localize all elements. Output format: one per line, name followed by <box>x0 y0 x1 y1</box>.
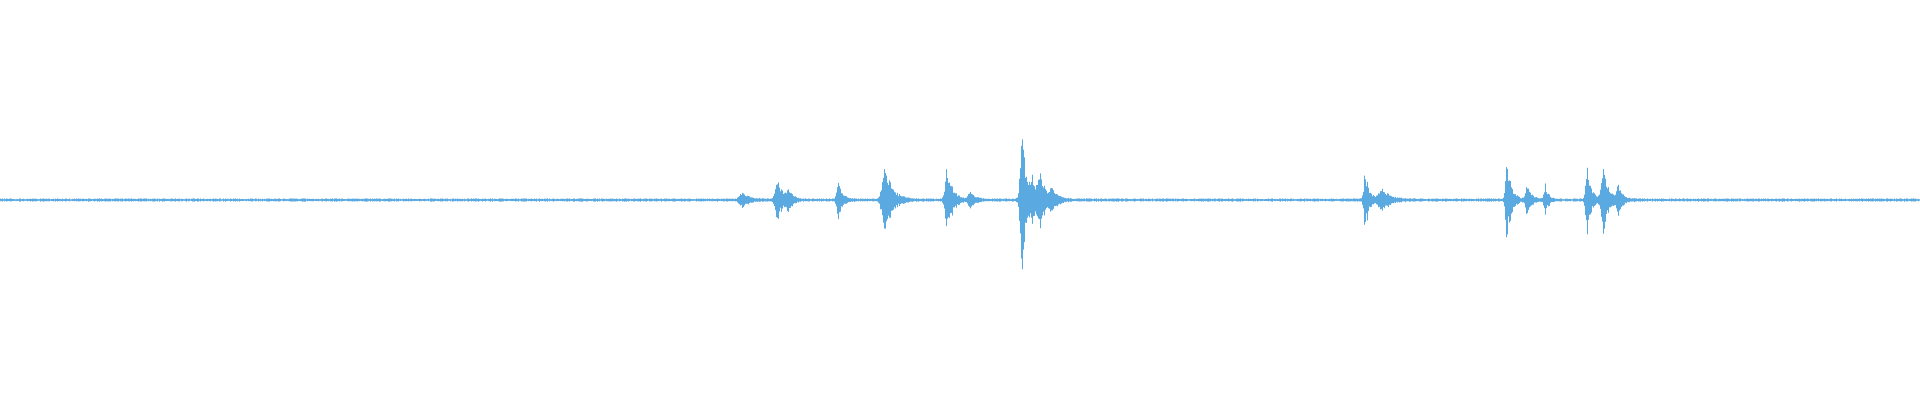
waveform-path <box>0 139 1920 270</box>
waveform-samples <box>0 139 1920 270</box>
